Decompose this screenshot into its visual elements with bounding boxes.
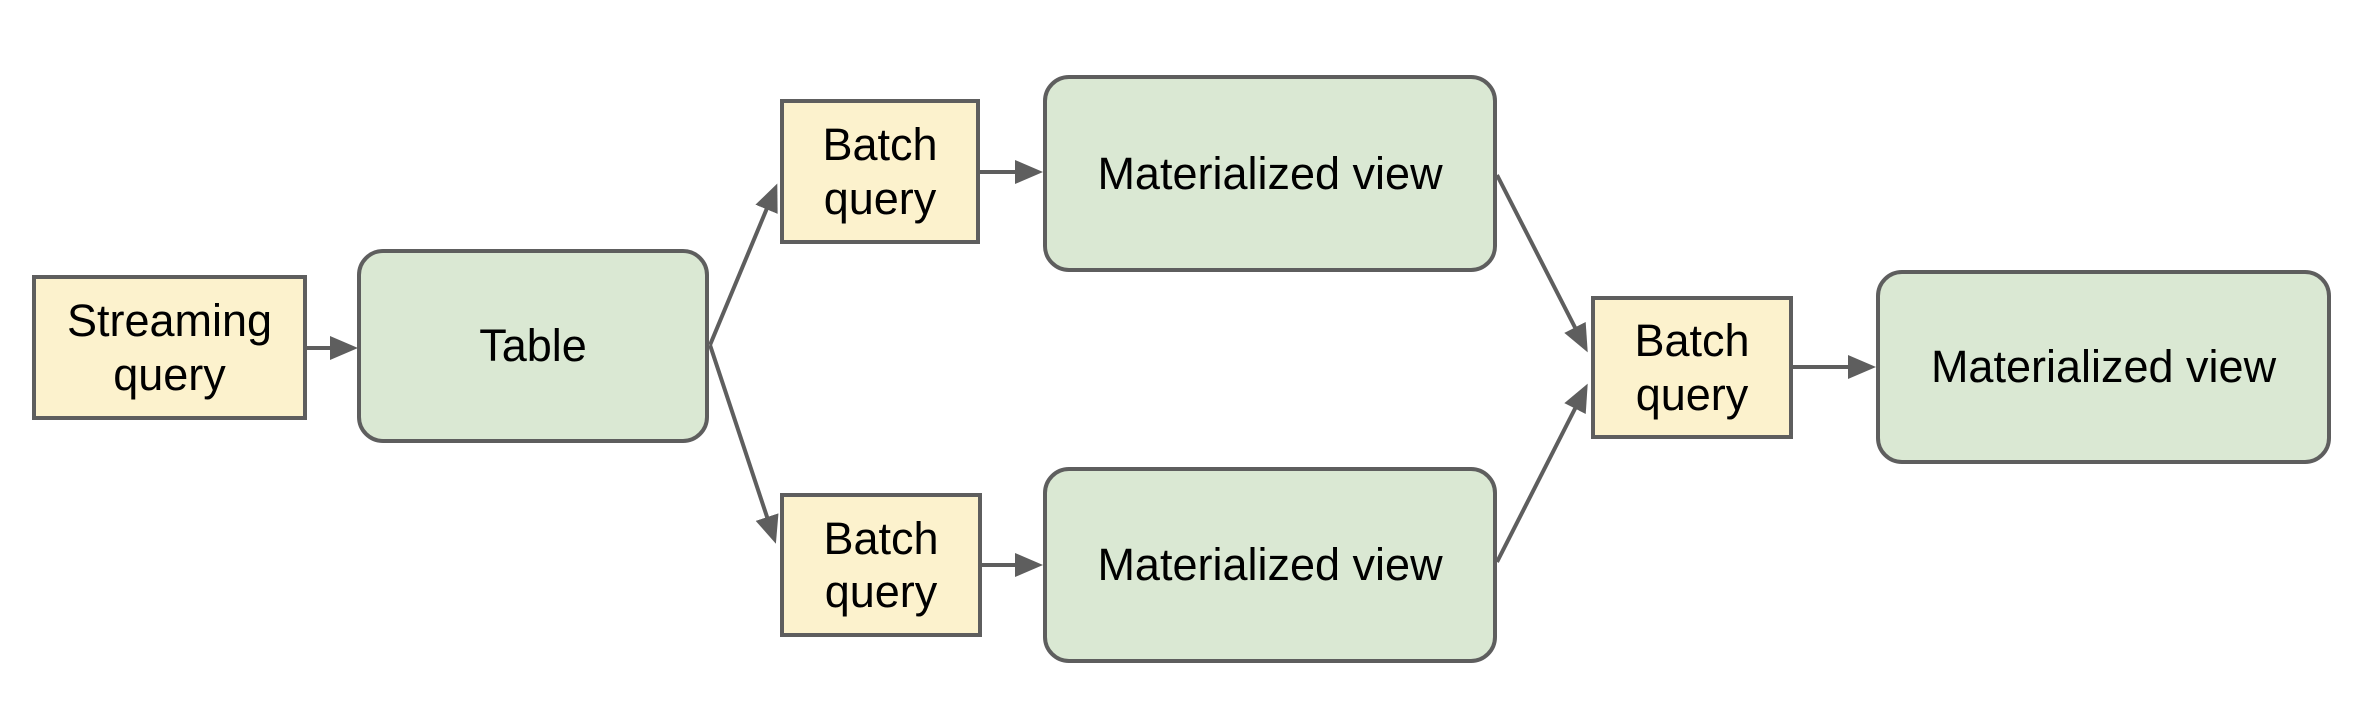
node-table-label: Table xyxy=(479,320,587,372)
node-materialized-view-bottom: Materialized view xyxy=(1043,467,1497,663)
node-batch-query-right-label: Batch query xyxy=(1634,315,1750,420)
node-materialized-view-top: Materialized view xyxy=(1043,75,1497,272)
node-batch-query-top-label: Batch query xyxy=(822,119,938,224)
node-batch-query-top: Batch query xyxy=(780,99,980,244)
node-materialized-view-right-label: Materialized view xyxy=(1930,341,2277,393)
edge-materialized-view-bottom-to-batch-query-right-arrow xyxy=(1495,383,1588,563)
node-table: Table xyxy=(357,249,709,443)
edge-table-to-batch-query-bottom-arrow xyxy=(708,344,779,544)
node-batch-query-bottom-label: Batch query xyxy=(823,512,939,617)
node-materialized-view-bottom-label: Materialized view xyxy=(1097,539,1443,591)
edge-materialized-view-top-to-batch-query-right-arrow xyxy=(1495,174,1588,353)
node-batch-query-bottom: Batch query xyxy=(780,493,982,637)
node-streaming-query-label: Streaming query xyxy=(66,295,273,400)
node-batch-query-right: Batch query xyxy=(1591,296,1793,439)
node-materialized-view-top-label: Materialized view xyxy=(1097,147,1443,199)
node-streaming-query: Streaming query xyxy=(32,275,307,420)
edge-table-to-batch-query-top-arrow xyxy=(708,183,778,346)
node-materialized-view-right: Materialized view xyxy=(1876,270,2331,464)
